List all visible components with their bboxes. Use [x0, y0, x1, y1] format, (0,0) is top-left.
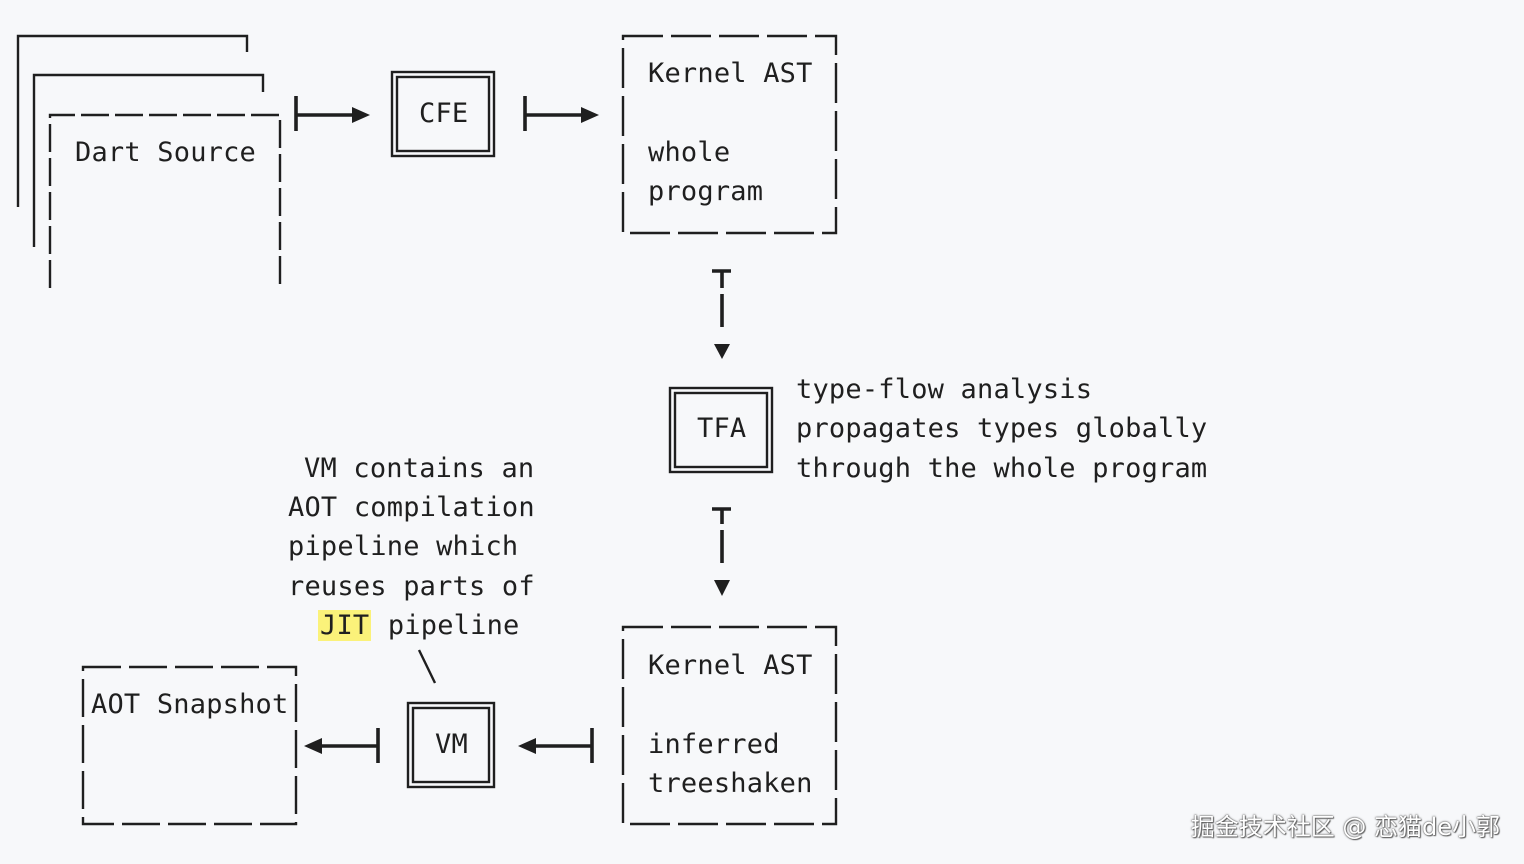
- kernel-ast-1-title: Kernel AST: [648, 58, 813, 89]
- vm-note-line5: JIT pipeline: [318, 606, 519, 645]
- vm-note-line3: pipeline which: [288, 531, 519, 562]
- aot-snapshot-label: AOT Snapshot: [91, 689, 289, 720]
- tfa-note-line2: propagates types globally: [796, 413, 1208, 444]
- arrow-cfe-to-kernel: [523, 96, 599, 131]
- vm-note-line5-rest: pipeline: [371, 610, 520, 641]
- cfe-box: [390, 70, 496, 158]
- jit-highlight: JIT: [318, 610, 372, 641]
- tfa-note-line1: type-flow analysis: [796, 374, 1093, 405]
- watermark: 掘金技术社区 @ 恋猫de小郭: [1190, 813, 1500, 841]
- kernel-ast-1-box: [621, 34, 838, 235]
- dart-source-stack: [16, 34, 282, 288]
- arrow-tfa-to-kernel2: [712, 507, 731, 596]
- vm-box: [406, 701, 496, 789]
- kernel-ast-2-line1: inferred: [648, 729, 780, 760]
- vm-note-line4: reuses parts of: [288, 571, 535, 602]
- vm-callout-line: [417, 649, 437, 684]
- kernel-ast-2-box: [621, 625, 838, 826]
- aot-snapshot-box: [81, 665, 298, 826]
- kernel-ast-2-line2: treeshaken: [648, 768, 813, 799]
- vm-note-line1: VM contains an: [304, 453, 535, 484]
- tfa-note-line3: through the whole program: [796, 453, 1208, 484]
- kernel-ast-2-title: Kernel AST: [648, 650, 813, 681]
- arrow-kernel-to-tfa: [712, 269, 731, 359]
- arrow-kernel2-to-vm: [518, 728, 594, 763]
- cfe-label: CFE: [419, 98, 469, 129]
- vm-note-line2: AOT compilation: [288, 492, 535, 523]
- kernel-ast-1-line2: program: [648, 176, 764, 207]
- arrow-vm-to-aot: [304, 728, 380, 763]
- tfa-box: [668, 386, 774, 474]
- vm-label: VM: [435, 729, 468, 760]
- kernel-ast-1-line1: whole: [648, 137, 731, 168]
- dart-source-label: Dart Source: [75, 137, 257, 168]
- tfa-label: TFA: [697, 413, 747, 444]
- arrow-source-to-cfe: [294, 96, 370, 131]
